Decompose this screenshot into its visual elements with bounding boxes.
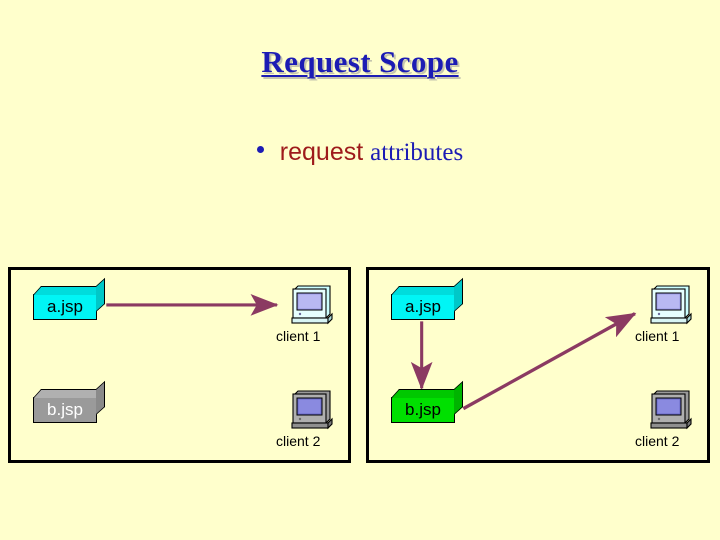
page-title: Request Scope: [261, 44, 459, 79]
box-right-face: [96, 380, 105, 415]
box-top-face: [32, 389, 105, 398]
right-panel-node-a-jsp-label: a.jsp: [405, 297, 441, 316]
box-right-face: [454, 277, 463, 312]
right-panel-node-b-jsp[interactable]: b.jsp: [390, 380, 463, 423]
right-panel-node-b-jsp-label: b.jsp: [405, 400, 441, 419]
right-panel: a.jsp b.jsp client 1 client 2: [366, 267, 710, 463]
left-panel-node-b-jsp[interactable]: b.jsp: [32, 380, 105, 423]
right-panel-node-a-jsp[interactable]: a.jsp: [390, 277, 463, 320]
left-panel-node-b-jsp-label: b.jsp: [47, 400, 83, 419]
box-top-face: [32, 286, 105, 295]
box-top-face: [390, 389, 463, 398]
right-panel-client-1-monitor-icon: [647, 282, 693, 326]
box-top-face: [390, 286, 463, 295]
box-right-face: [454, 380, 463, 415]
right-panel-client-2-monitor-icon: [647, 387, 693, 431]
right-panel-client-2-label: client 2: [635, 433, 680, 449]
left-panel-client-2-label: client 2: [276, 433, 321, 449]
right-panel-client-1-label: client 1: [635, 328, 680, 344]
arrow-b-jsp-to-client-1: [462, 312, 637, 411]
bullet-rest-word: attributes: [370, 138, 464, 166]
left-panel-node-a-jsp-label: a.jsp: [47, 297, 83, 316]
bullet-emphasis-word: request: [279, 138, 364, 166]
left-panel-client-1-monitor-icon: [288, 282, 334, 326]
box-right-face: [96, 277, 105, 312]
left-panel-node-a-jsp[interactable]: a.jsp: [32, 277, 105, 320]
left-panel-client-2-monitor-icon: [288, 387, 334, 431]
left-panel-client-1-label: client 1: [276, 328, 321, 344]
bullet-dot-icon: [256, 146, 264, 153]
left-panel: a.jsp b.jsp client 1 client 2: [8, 267, 351, 463]
